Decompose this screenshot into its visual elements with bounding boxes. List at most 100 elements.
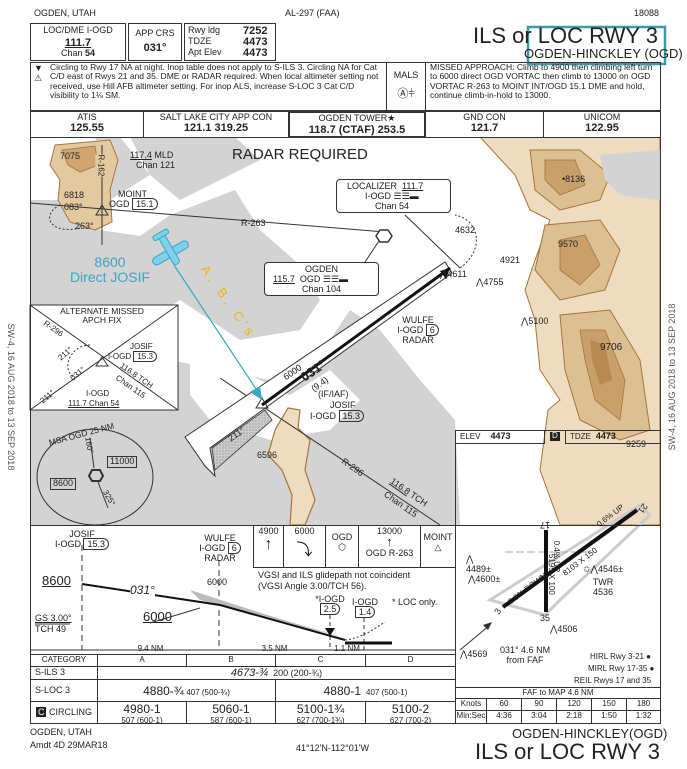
ma-icon-climb-4900: 4900↑ <box>253 525 284 568</box>
notes-text: Circling to Rwy 17 NA at night. Inop tab… <box>50 62 379 101</box>
r263-label: R-263 <box>241 218 266 228</box>
peak-6818: 6818 <box>64 190 85 200</box>
rwy-ldg-label: Rwy ldg <box>188 25 221 35</box>
time-60: 4:36 <box>486 710 522 724</box>
rwy-ldg-value: 7252 <box>243 25 268 37</box>
circling-label: C CIRCLING <box>30 701 98 724</box>
runway-17-label: 17 <box>540 519 551 530</box>
app-crs-label: APP CRS <box>135 28 175 38</box>
moint-dme: 15.1 <box>132 198 158 210</box>
runway-35-label: 35 <box>540 613 551 623</box>
obstacle-4569: 4569 <box>467 649 488 659</box>
obstacle-4755: 4755 <box>483 277 504 287</box>
obstacle-5100: 5100 <box>528 316 549 326</box>
peak-9259: 9259 <box>626 439 647 449</box>
distance-map-ma: 1.1 NM <box>334 644 360 653</box>
glidepath-line <box>81 583 346 641</box>
lighting-label: MALS <box>393 70 419 80</box>
radar-required: RADAR REQUIRED <box>232 146 368 163</box>
ma-icon-turn-6000: 6000⤵ <box>283 525 326 568</box>
footer-amendment: Amdt 4D 29MAR18 <box>30 740 108 750</box>
tdze-label: TDZE <box>188 36 212 46</box>
r162-label: R-162 <box>95 154 106 177</box>
gradient-up-17-35: 0.4% UP <box>552 540 562 573</box>
tdze-value: 4473 <box>243 36 268 48</box>
msa-160: 160° <box>83 436 96 455</box>
annotation-line <box>173 264 263 399</box>
ma-icon-moint: MOINT△ <box>420 525 456 568</box>
arrow-up-icon: ↑ <box>264 536 273 553</box>
mld-id: MLD <box>154 150 174 160</box>
morse-code-icon: ☰☰▬ <box>322 274 349 284</box>
apt-elev-value: 4473 <box>243 47 268 59</box>
reil-note: REIL Rwys 17 and 35 <box>574 676 652 685</box>
s-loc-ab-minima: 4880-¾ 407 (500-¾) <box>97 679 276 702</box>
chan-value: 54 <box>85 48 96 58</box>
profile-gs-intercept-alt: 6000 <box>207 577 228 587</box>
gray-terrain <box>30 137 460 525</box>
cycle-number: 18088 <box>634 8 660 18</box>
hold-083: 083° <box>64 202 83 212</box>
runway-3-21 <box>501 508 639 609</box>
footer-title: ILS or LOC RWY 3 <box>475 739 661 764</box>
obstacle-4611: 4611 <box>447 269 467 279</box>
loc-only-note: * LOC only. <box>392 597 438 607</box>
mals-icon: Ⓐ⫩ <box>397 88 415 100</box>
glideslope-angle: GS 3.00° <box>35 613 72 623</box>
alt-loc: 111.7 Chan 54 <box>68 399 120 408</box>
ogden-vortac-icon <box>375 229 393 243</box>
ogden-vortac-box: OGDEN 115.7 OGD ☰☰▬ Chan 104 <box>264 262 379 296</box>
loc-box: LOC/DME I-OGD 111.7 Chan 54 <box>30 23 126 61</box>
obstacle-4632: 4632 <box>455 225 476 235</box>
notes-warning-icon: ▼⚠ <box>34 63 43 83</box>
s-loc-label: S-LOC 3 <box>30 679 98 702</box>
procedure-id: AL-297 (FAA) <box>285 8 340 18</box>
distance-josif-wulfe: 9.4 NM <box>137 644 164 653</box>
peak-9570: 9570 <box>558 239 579 249</box>
s-ils-label: S-ILS 3 <box>30 666 98 680</box>
terrain-6596 <box>267 407 316 525</box>
r-263-line <box>30 202 386 233</box>
airport-tdze: TDZE 4473 <box>565 430 661 444</box>
final-course-line <box>261 266 451 407</box>
curved-arrow-icon: ⤵ <box>296 542 313 559</box>
effective-dates-right: SW-4, 16 AUG 2018 to 13 SEP 2018 <box>667 303 678 451</box>
iaf-label: (IF/IAF) <box>318 389 349 399</box>
vgsi-note-1: VGSI and ILS glidepath not coincident <box>258 570 411 580</box>
runway-data-box: Rwy ldg 7252 TDZE 4473 Apt Elev 4473 <box>184 23 276 61</box>
page-title: ILS or LOC RWY 3 <box>473 23 659 48</box>
vgsi-note-2: (VGSI Angle 3.00/TCH 56). <box>258 581 367 591</box>
comm-tower: OGDEN TOWER★118.7 (CTAF) 253.5 <box>288 111 426 138</box>
profile-course: 031° <box>130 583 155 598</box>
time-180: 1:32 <box>626 710 661 724</box>
localizer-box: LOCALIZER 111.7 I-OGD ☰☰▬ Chan 54 <box>336 179 451 213</box>
obstacle-4546: 4546± <box>597 564 623 574</box>
time-150: 1:50 <box>591 710 627 724</box>
alt-loc-id: I-OGD <box>86 389 110 398</box>
peak-8136: 8136 <box>565 174 586 184</box>
moint-label: MOINT <box>118 189 147 199</box>
obstacle-4921: 4921 <box>500 255 521 265</box>
airport-diagram <box>459 503 653 651</box>
notes-box <box>30 62 661 111</box>
chan-label: Chan <box>60 48 83 58</box>
s-ils-minima: 4673-¾ 200 (200-¾) <box>97 666 456 680</box>
effective-dates-left: SW-4, 16 AUG 2018 to 13 SEP 2018 <box>5 323 16 471</box>
josif-dme: 15.3 <box>338 410 365 422</box>
time-90: 3:04 <box>521 710 557 724</box>
obstacle-4600: 4600± <box>475 574 501 584</box>
msa-alt-east: 11000 <box>107 456 138 468</box>
apt-elev-label: Apt Elev <box>188 47 222 57</box>
lighting-box: MALS Ⓐ⫩ <box>386 62 426 111</box>
hold-263: 263° <box>75 221 94 231</box>
morse-code-icon: ☰☰▬ <box>393 191 419 201</box>
